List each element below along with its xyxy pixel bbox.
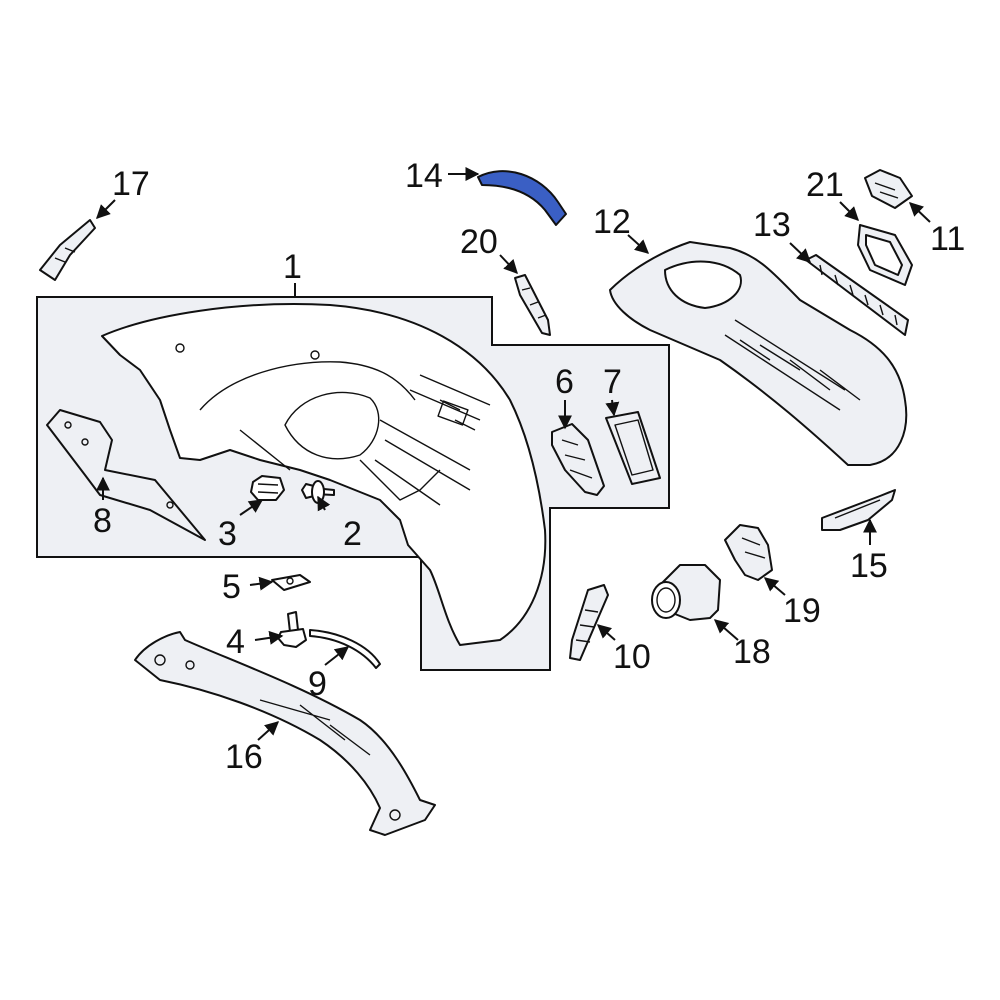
- callout-14[interactable]: 14: [405, 157, 443, 195]
- side-bracket-part[interactable]: [551, 423, 605, 496]
- highlighted-strip-part[interactable]: [477, 170, 567, 226]
- reinforcement-bar-part[interactable]: [134, 631, 436, 836]
- callout-1[interactable]: 1: [283, 248, 302, 286]
- callout-8[interactable]: 8: [93, 502, 112, 540]
- callout-4[interactable]: 4: [226, 623, 245, 661]
- callout-20[interactable]: 20: [460, 223, 498, 261]
- callout-10[interactable]: 10: [613, 638, 651, 676]
- bolt-part[interactable]: [277, 611, 307, 648]
- callout-18[interactable]: 18: [733, 633, 771, 671]
- lamp-trim-part[interactable]: [821, 489, 896, 531]
- callout-15[interactable]: 15: [850, 547, 888, 585]
- callout-6[interactable]: 6: [555, 363, 574, 401]
- clip-strip-part[interactable]: [514, 274, 551, 336]
- leader-lines: [96, 167, 931, 741]
- lower-valance-part[interactable]: [609, 241, 908, 466]
- callout-19[interactable]: 19: [783, 592, 821, 630]
- side-guide-part[interactable]: [569, 584, 609, 661]
- gasket-part[interactable]: [857, 224, 913, 286]
- callout-3[interactable]: 3: [218, 515, 237, 553]
- trim-strip-part[interactable]: [309, 629, 381, 669]
- callout-12[interactable]: 12: [593, 203, 631, 241]
- mount-bracket-part[interactable]: [724, 524, 773, 581]
- callout-21[interactable]: 21: [806, 166, 844, 204]
- callout-13[interactable]: 13: [753, 206, 791, 244]
- air-duct-part[interactable]: [651, 564, 721, 621]
- clip-nut-part[interactable]: [250, 475, 285, 501]
- callout-17[interactable]: 17: [112, 165, 150, 203]
- side-trim-part[interactable]: [39, 219, 96, 281]
- heat-shield-part[interactable]: [46, 409, 206, 541]
- callout-16[interactable]: 16: [225, 738, 263, 776]
- nut-plate-part[interactable]: [271, 574, 311, 591]
- bumper-cover-part[interactable]: [101, 303, 547, 646]
- insert-strip-part[interactable]: [805, 254, 909, 336]
- callout-5[interactable]: 5: [222, 568, 241, 606]
- callout-9[interactable]: 9: [308, 665, 327, 703]
- callout-2[interactable]: 2: [343, 515, 362, 553]
- trim-bracket-part[interactable]: [605, 411, 661, 485]
- callout-11[interactable]: 11: [930, 220, 965, 258]
- sensor-bracket-part[interactable]: [864, 169, 913, 209]
- callout-7[interactable]: 7: [603, 363, 622, 401]
- callouts: 1 2 3 4 5 6 7 8 9 10 11 12 13 14 15 16 1…: [93, 157, 965, 776]
